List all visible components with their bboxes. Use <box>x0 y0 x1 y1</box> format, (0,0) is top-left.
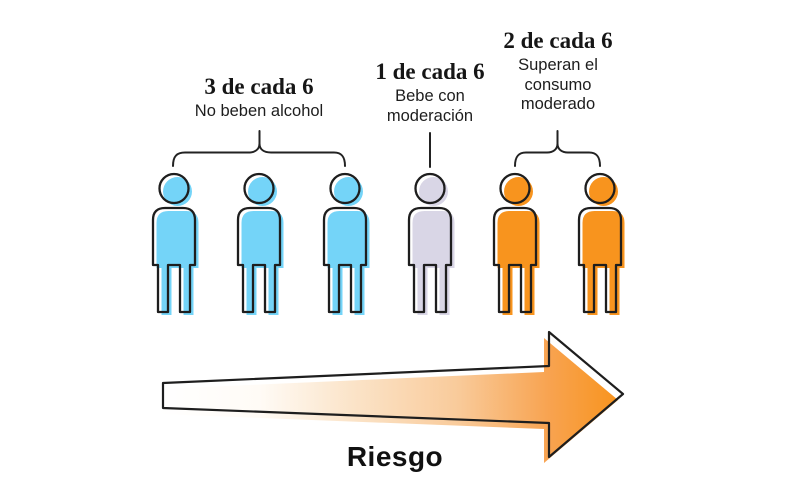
person-figure-6-orange <box>577 172 626 317</box>
group-title-no-alcohol: 3 de cada 6 <box>204 74 314 99</box>
risk-axis-label: Riesgo <box>346 441 444 472</box>
person-figure-2-blue <box>236 172 285 317</box>
risk-arrow <box>158 330 625 463</box>
person-figure-3-blue <box>322 172 371 317</box>
risk-arrow-outline <box>161 330 625 459</box>
group-title-excess: 2 de cada 6 <box>503 28 613 53</box>
person-figure-4-gray <box>407 172 456 317</box>
group-subtitle-moderate: Bebe con moderación <box>386 86 474 125</box>
brace-excess-group <box>514 130 601 167</box>
group-label-excess: 2 de cada 6 Superan el consumo moderado <box>498 28 618 115</box>
group-subtitle-no-alcohol: No beben alcohol <box>194 101 324 120</box>
group-label-no-alcohol: 3 de cada 6 No beben alcohol <box>149 74 369 122</box>
group-subtitle-excess: Superan el consumo moderado <box>518 55 598 114</box>
person-figure-5-orange <box>492 172 541 317</box>
risk-arrow-fill <box>158 338 618 463</box>
group-title-moderate: 1 de cada 6 <box>375 59 485 84</box>
group-label-moderate: 1 de cada 6 Bebe con moderación <box>370 59 490 126</box>
brace-no-alcohol-group <box>172 130 346 167</box>
person-figure-1-blue <box>151 172 200 317</box>
